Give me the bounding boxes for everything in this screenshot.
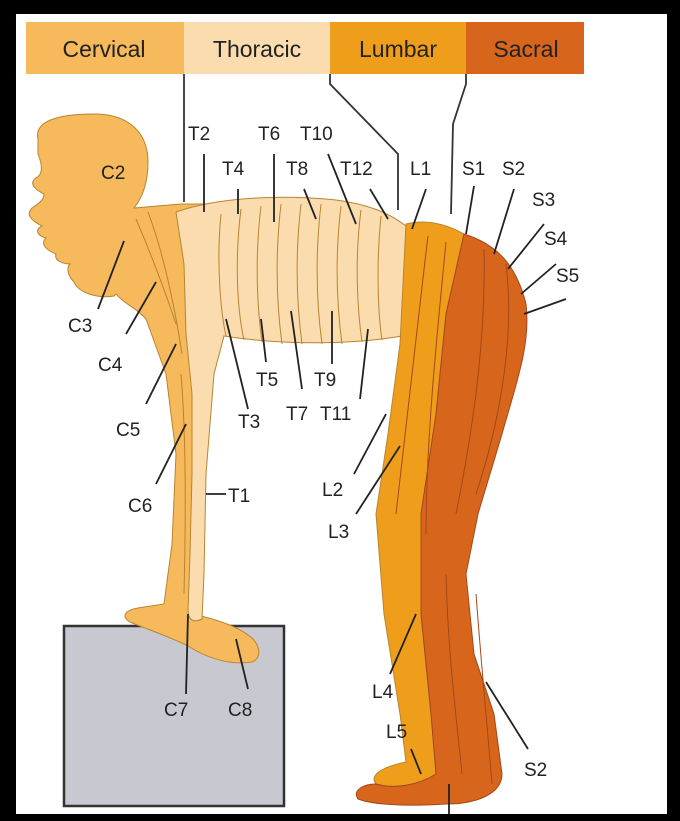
label-t10: T10 [300,124,333,145]
header-leader-lines [183,74,467,215]
label-t9: T9 [314,370,336,391]
label-t3: T3 [238,412,260,433]
label-c3: C3 [68,316,92,337]
support-box [62,624,286,808]
label-s1: S1 [462,159,485,180]
label-c2: C2 [101,163,125,184]
label-s5: S5 [556,266,579,287]
label-t12: T12 [340,159,373,180]
label-s2: S2 [502,159,525,180]
sacral-header [466,22,584,74]
lumbar-header-label: Lumbar [359,36,437,62]
label-c6: C6 [128,496,152,517]
leg-dermatome-lines [395,235,510,785]
arm-dermatome-lines [135,211,186,595]
diagram-frame: Cervical Thoracic Lumbar Sacral [16,14,667,814]
cervical-header [26,22,184,74]
label-l1: L1 [410,159,431,180]
sacral-header-label: Sacral [493,36,558,62]
label-t2: T2 [188,124,210,145]
label-t11: T11 [320,404,351,425]
label-leader-lines [97,153,567,814]
lumbar-header [330,22,466,74]
label-l4: L4 [372,682,394,703]
chest-dermatome-lines [218,203,383,345]
sacral-region [356,233,528,806]
label-s3: S3 [532,190,555,211]
label-t1: T1 [228,486,250,507]
label-s2-leg: S2 [524,760,547,781]
label-l2: L2 [322,480,343,501]
cervical-header-label: Cervical [62,36,145,62]
label-l3: L3 [328,522,349,543]
label-t5: T5 [256,370,278,391]
label-t6: T6 [258,124,280,145]
label-c8: C8 [228,700,252,721]
dermatome-diagram: Cervical Thoracic Lumbar Sacral [26,22,584,814]
label-c5: C5 [116,420,140,441]
thoracic-header-label: Thoracic [213,36,301,62]
thoracic-region [175,196,407,622]
label-t7: T7 [286,404,308,425]
label-c7: C7 [164,700,188,721]
label-t8: T8 [286,159,308,180]
label-c4: C4 [98,355,123,376]
head-neck-region [28,113,260,664]
thoracic-header [184,22,330,74]
label-s4: S4 [544,229,568,250]
label-l5: L5 [386,722,407,743]
label-t4: T4 [222,159,245,180]
